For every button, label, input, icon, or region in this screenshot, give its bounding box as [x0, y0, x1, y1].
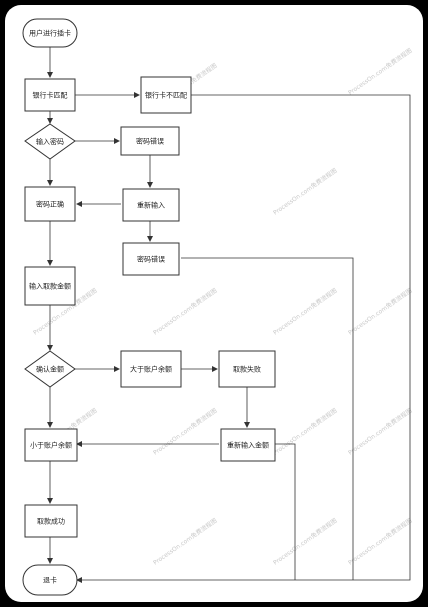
edge-reenter-amount-eject [275, 443, 296, 580]
watermark: ProcessOn.com免费流程图 [347, 286, 414, 336]
watermark: ProcessOn.com免费流程图 [272, 516, 339, 566]
node-re-enter-amount[interactable]: 重新输入金额 [220, 428, 276, 462]
watermark: ProcessOn.com免费流程图 [152, 406, 219, 456]
node-enter-amount-label: 输入取款金额 [29, 282, 71, 291]
watermark: ProcessOn.com免费流程图 [272, 406, 339, 456]
node-password-correct[interactable]: 密码正确 [24, 186, 76, 222]
node-card-match-label: 银行卡匹配 [33, 91, 68, 100]
flowchart-canvas: ProcessOn.com免费流程图 ProcessOn.com免费流程图 Pr… [5, 5, 423, 602]
node-confirm-amount-label: 确认金额 [36, 365, 64, 374]
node-start-label: 用户进行插卡 [29, 29, 71, 38]
node-withdraw-fail-label: 取款失败 [233, 365, 261, 374]
watermark: ProcessOn.com免费流程图 [347, 46, 414, 96]
node-card-mismatch[interactable]: 银行卡不匹配 [140, 76, 192, 114]
watermark: ProcessOn.com免费流程图 [272, 286, 339, 336]
node-password-correct-label: 密码正确 [36, 200, 64, 209]
node-enter-password-label: 输入密码 [36, 137, 64, 146]
node-card-mismatch-label: 银行卡不匹配 [145, 91, 187, 100]
node-withdraw-success-label: 取款成功 [37, 517, 65, 526]
node-password-wrong-1[interactable]: 密码错误 [120, 126, 180, 156]
node-re-enter[interactable]: 重新输入 [122, 188, 180, 222]
node-eject-card[interactable]: 退卡 [22, 564, 78, 596]
node-greater-than-balance-label: 大于账户余额 [130, 365, 172, 374]
node-start[interactable]: 用户进行插卡 [22, 18, 78, 48]
node-less-than-balance[interactable]: 小于账户余额 [24, 428, 78, 462]
watermark: ProcessOn.com免费流程图 [152, 516, 219, 566]
node-enter-amount[interactable]: 输入取款金额 [24, 266, 76, 306]
edge-mismatch-eject [76, 94, 411, 583]
watermark: ProcessOn.com免费流程图 [152, 286, 219, 336]
node-password-wrong-2[interactable]: 密码错误 [122, 242, 180, 276]
node-card-match[interactable]: 银行卡匹配 [24, 78, 76, 112]
node-greater-than-balance[interactable]: 大于账户余额 [120, 350, 182, 388]
watermark: ProcessOn.com免费流程图 [347, 406, 414, 456]
edge-wrong2-eject [181, 257, 354, 580]
edges [47, 47, 411, 583]
nodes: 用户进行插卡 银行卡匹配 银行卡不匹配 输入密码 密码错误 密码正确 重新输入 [22, 18, 276, 596]
node-withdraw-success[interactable]: 取款成功 [24, 504, 78, 538]
watermark: ProcessOn.com免费流程图 [347, 516, 414, 566]
node-less-than-balance-label: 小于账户余额 [30, 441, 72, 450]
flowchart-svg: ProcessOn.com免费流程图 ProcessOn.com免费流程图 Pr… [22, 18, 414, 596]
watermark: ProcessOn.com免费流程图 [272, 166, 339, 216]
node-eject-card-label: 退卡 [43, 576, 57, 585]
node-confirm-amount[interactable]: 确认金额 [24, 350, 76, 388]
node-re-enter-label: 重新输入 [137, 201, 165, 210]
watermark-layer: ProcessOn.com免费流程图 ProcessOn.com免费流程图 Pr… [32, 46, 414, 566]
node-enter-password[interactable]: 输入密码 [24, 123, 76, 160]
node-password-wrong-2-label: 密码错误 [137, 255, 165, 264]
node-password-wrong-1-label: 密码错误 [136, 137, 164, 146]
node-withdraw-fail[interactable]: 取款失败 [218, 350, 276, 388]
node-re-enter-amount-label: 重新输入金额 [227, 441, 269, 450]
